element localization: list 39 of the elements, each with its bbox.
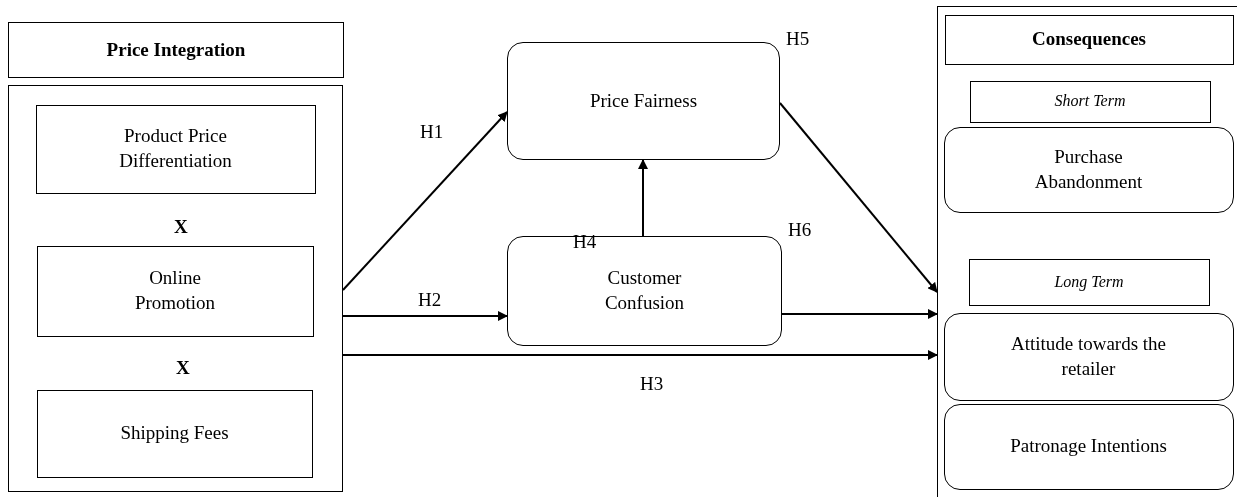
text-box [36, 389, 313, 478]
group-frame [8, 85, 343, 492]
node-label: Product Price Differentiation [118, 124, 233, 173]
text-box [968, 258, 1210, 306]
node-label: Shipping Fees [119, 421, 230, 446]
text-box [36, 245, 314, 337]
node-label: Consequences [1031, 27, 1147, 52]
text-box [8, 22, 344, 78]
rounded-box [507, 236, 782, 346]
node-label: Price Integration [105, 37, 247, 62]
multiplication-sign: X [174, 216, 188, 239]
rounded-box [943, 312, 1234, 401]
arrow [779, 102, 938, 293]
rounded-box [507, 42, 780, 160]
text-box [969, 80, 1211, 123]
rounded-box [943, 403, 1234, 490]
node-label: Purchase Abandonment [1033, 144, 1144, 194]
group-frame [937, 6, 1237, 497]
node-label: Customer Confusion [603, 266, 686, 315]
multiplication-sign: X [176, 357, 190, 380]
hypothesis-label: H5 [786, 28, 810, 51]
arrow [781, 309, 938, 319]
node-label: Online Promotion [133, 266, 217, 315]
node-label: Attitude towards the retailer [1009, 331, 1168, 381]
node-label: Price Fairness [588, 88, 699, 113]
arrow [342, 311, 508, 321]
node-label: Patronage Intentions [1009, 434, 1168, 459]
hypothesis-label: H3 [640, 373, 664, 396]
arrow [638, 159, 648, 237]
node-label: Long Term [1053, 271, 1125, 293]
arrow [342, 111, 508, 291]
hypothesis-label: H1 [420, 121, 444, 144]
arrow [342, 350, 938, 360]
hypothesis-label: H2 [418, 289, 442, 312]
text-box [35, 104, 316, 194]
node-label: Short Term [1053, 91, 1127, 112]
rounded-box [943, 126, 1234, 213]
hypothesis-label: H6 [788, 219, 812, 242]
text-box [944, 14, 1234, 65]
